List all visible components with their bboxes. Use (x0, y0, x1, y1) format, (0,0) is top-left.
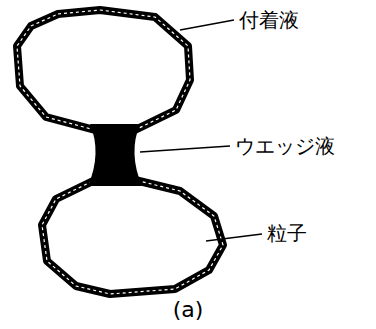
adhered-liquid-film (42, 180, 223, 294)
wedge-liquid (88, 124, 142, 186)
film-highlight (42, 180, 223, 294)
film-highlight (17, 10, 190, 130)
part-label: 粒子 (267, 221, 307, 245)
figure-caption: (a) (173, 297, 204, 323)
upper-particle (17, 10, 190, 130)
adhered-liquid-film (17, 10, 190, 130)
leader-line (180, 20, 234, 30)
part-label: ウエッジ液 (235, 134, 335, 158)
leader-line (206, 234, 262, 241)
leader-line (140, 146, 230, 152)
lower-particle (42, 180, 223, 294)
part-label: 付着液 (239, 8, 299, 32)
